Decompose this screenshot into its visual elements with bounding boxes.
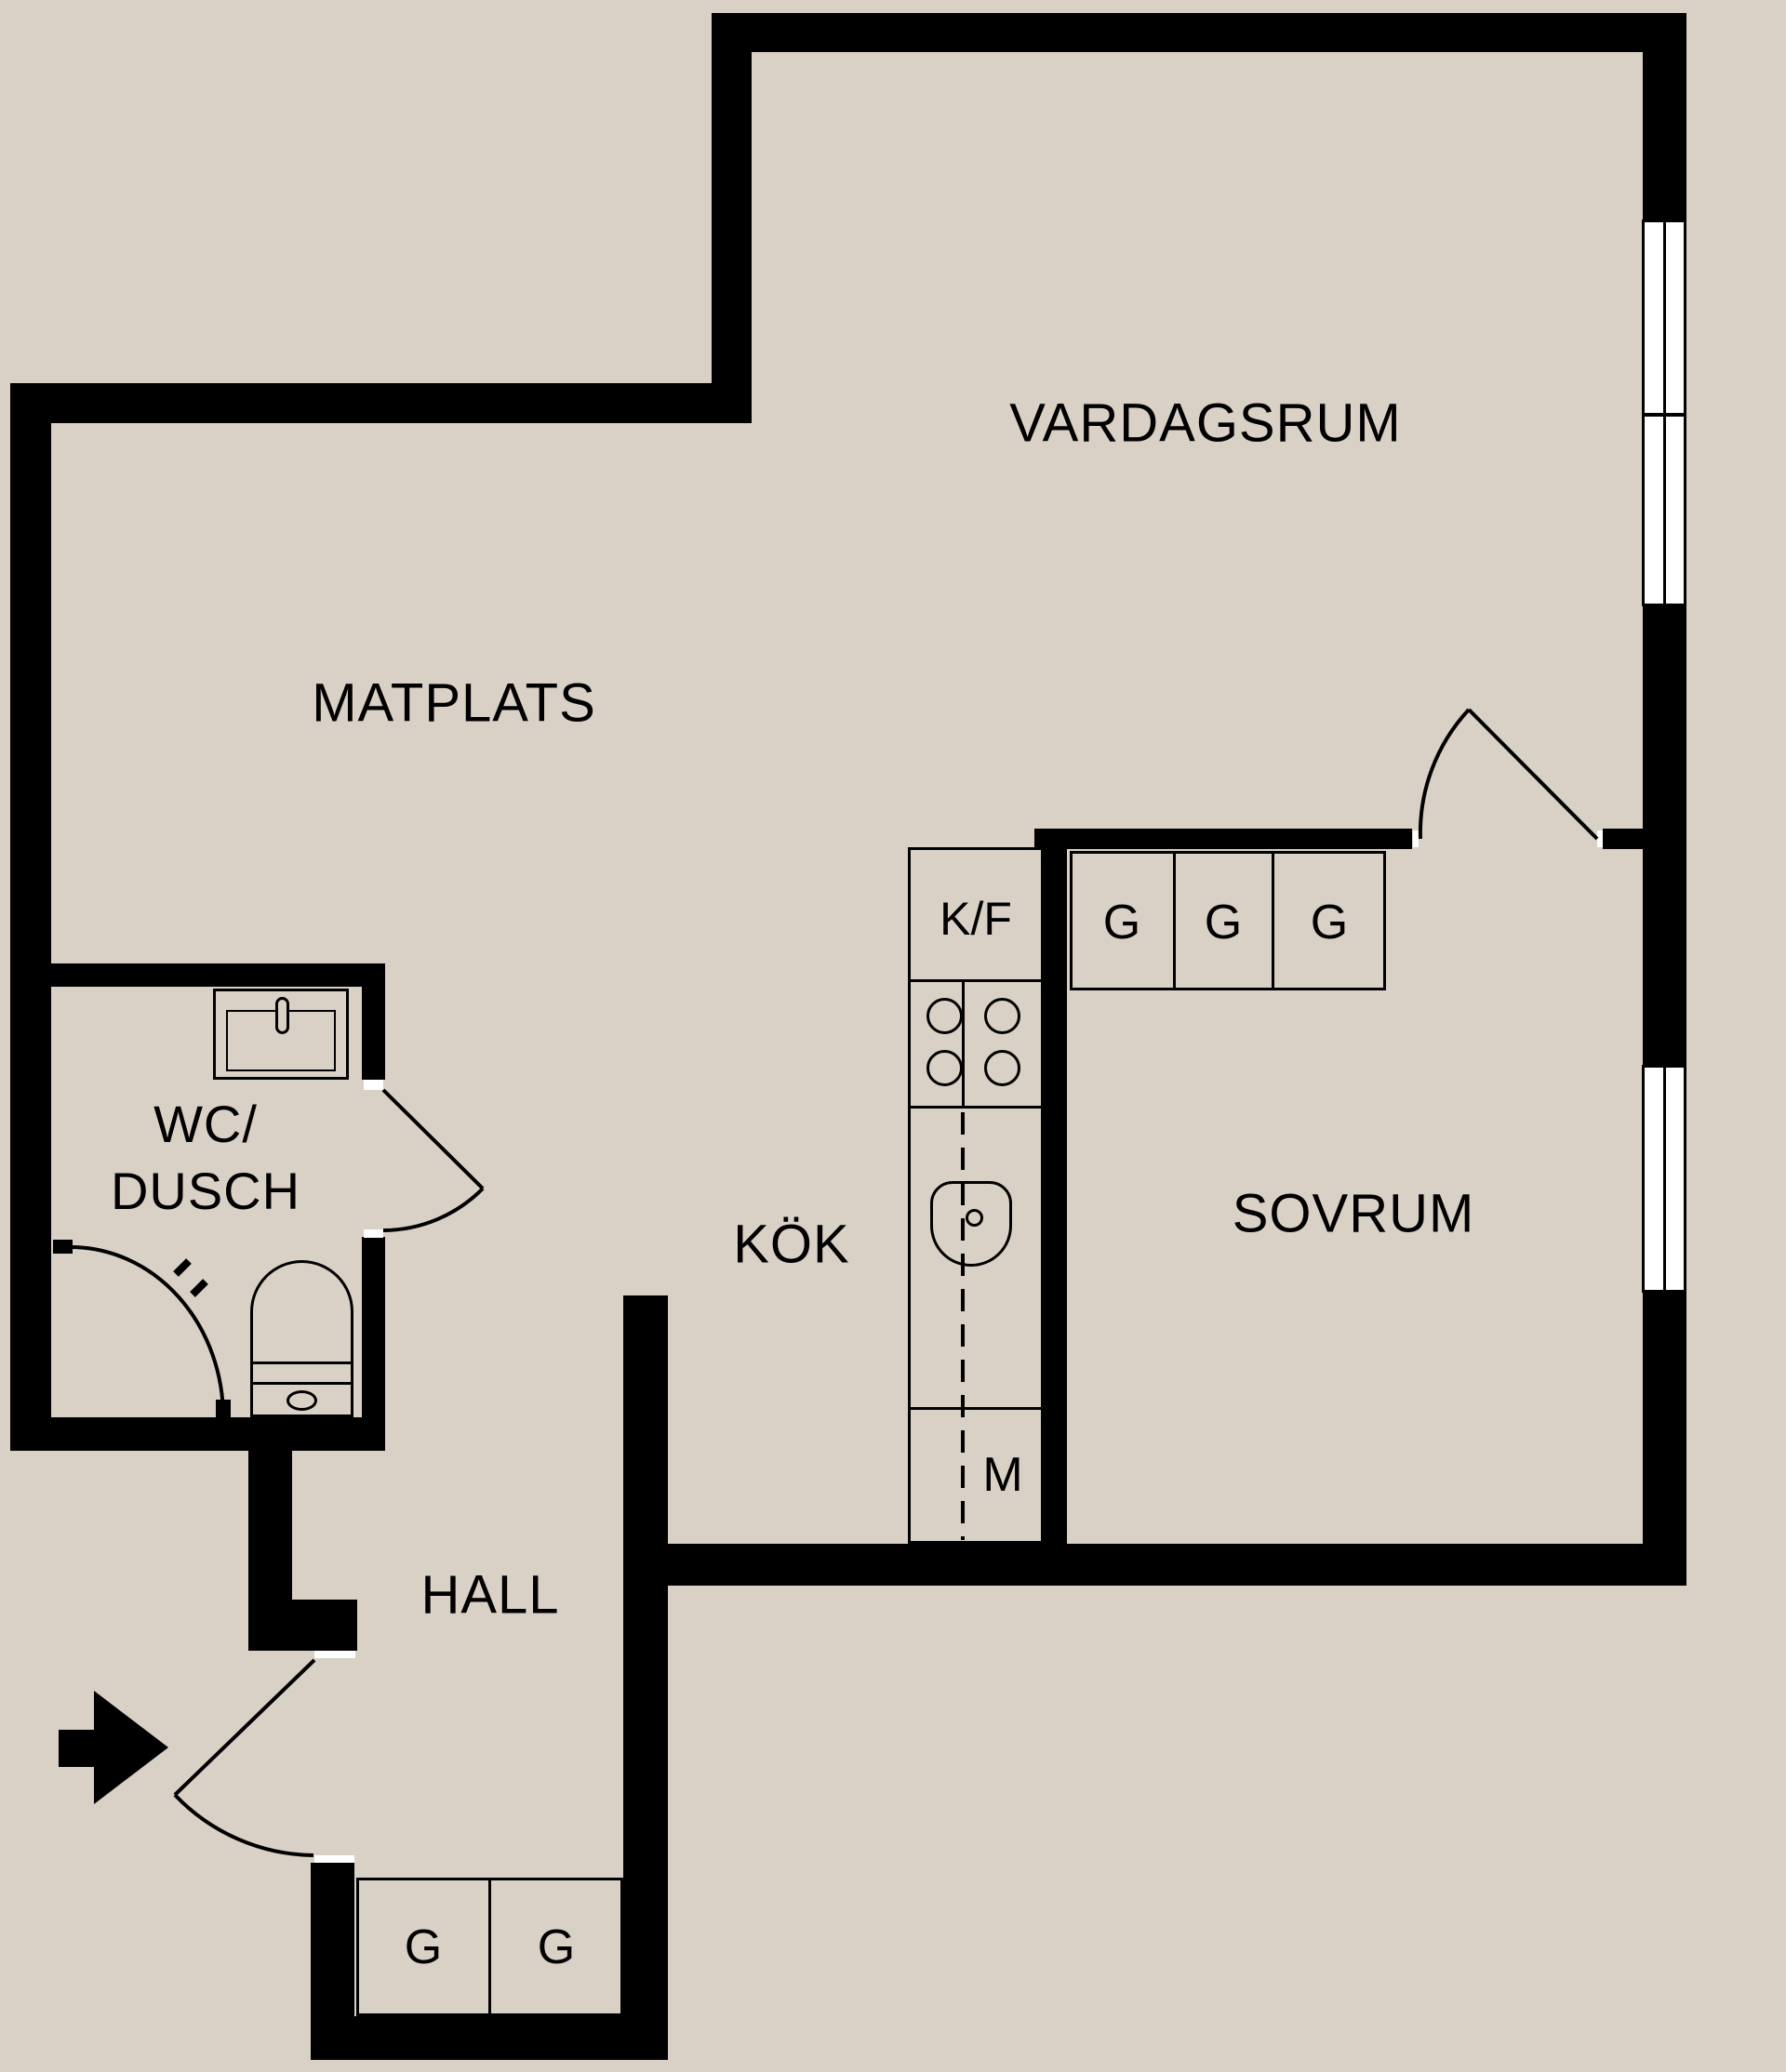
wall-entry-stub [289,1600,357,1651]
sovrum-wardrobe-label: G [1310,896,1349,950]
shower-wall-stub-left [53,1240,73,1254]
window-glazing-line [1663,1068,1666,1290]
entry-door-leaf [173,1658,316,1797]
wall-top [712,13,1686,52]
wc-label-line2: DUSCH [110,1162,301,1220]
sovrum-door-jamb-left [1413,830,1419,847]
entry-door-arc [173,1793,314,1857]
wall-right-lower [1643,1293,1686,1544]
stove-burner [984,998,1020,1034]
wc-door-jamb-bottom [364,1229,383,1238]
wall-sovrum-top-right [1603,829,1643,849]
fridge-freezer-label: K/F [940,893,1012,945]
wall-right-upper [1643,13,1686,219]
wall-hall-bottom [311,2016,668,2060]
kitchen-counter [908,847,1044,1544]
wardrobe-divider [1173,851,1176,990]
sovrum-wardrobe-row [1070,851,1386,990]
counter-section-line-kf [908,979,1044,982]
toilet-cistern-line [253,1382,351,1385]
room-label-hall: HALL [420,1564,560,1626]
wall-hall-right [623,1295,668,2060]
counter-section-line-m [908,1407,1044,1410]
shower-screen-arc [70,1245,225,1418]
sovrum-door-arc [1418,708,1471,840]
entry-door-jamb-bottom [314,1855,354,1863]
wardrobe-divider [1272,851,1274,990]
wc-sink [213,989,349,1080]
wall-kitchen-divider [1044,829,1067,1544]
window-divider [1645,413,1684,417]
window-vardagsrum [1642,219,1686,606]
toilet-bowl [250,1260,353,1364]
wall-left [10,383,51,1451]
stove-center-line [962,982,965,1106]
wc-sink-faucet [275,997,289,1034]
entry-arrow-icon [59,1691,168,1804]
hall-wardrobe-label: G [404,1920,443,1974]
sovrum-door-leaf [1467,708,1599,841]
room-label-kok: KÖK [733,1214,850,1275]
room-label-vardagsrum: VARDAGSRUM [1009,392,1402,454]
room-label-sovrum: SOVRUM [1232,1183,1475,1244]
wall-wc-right-upper [362,963,385,1080]
toilet-cistern [250,1361,353,1417]
hall-wardrobe-label: G [537,1920,576,1974]
shower-screen-tick [190,1279,208,1297]
sovrum-wardrobe-label: G [1204,896,1243,950]
wc-door-jamb-top [364,1080,383,1090]
window-sovrum [1642,1065,1686,1293]
wall-top-step [712,13,752,423]
shower-screen-tick [173,1258,192,1277]
wall-sovrum-top-left [1034,829,1412,849]
wc-door-leaf [381,1088,485,1190]
entry-door-jamb-top [314,1651,355,1658]
wardrobe-divider [488,1878,491,2016]
wall-matplats-top [10,383,752,423]
stove-burner [984,1050,1020,1086]
toilet-flush-button [287,1390,317,1411]
sovrum-wardrobe-label: G [1102,896,1141,950]
wall-wc-top [51,963,362,987]
wall-kitchen-bottom [623,1544,1686,1586]
kitchen-sink [930,1181,1012,1267]
stove-burner [926,1050,963,1086]
wc-label-line1: WC/ [153,1095,258,1153]
wc-door-arc [382,1187,485,1232]
kitchen-sink-drain [966,1209,983,1227]
room-label-matplats: MATPLATS [312,672,596,734]
wall-right-middle [1643,606,1686,1065]
wall-wc-bottom [10,1417,385,1451]
stove-burner [926,998,963,1034]
machine-label: M [982,1448,1023,1502]
room-label-wc-dusch: WC/ DUSCH [111,1091,300,1225]
wall-entry-vertical [248,1451,292,1651]
wall-wc-right-lower [362,1237,385,1451]
counter-section-line-stove [908,1106,1044,1109]
sovrum-door-jamb-right [1597,830,1603,847]
